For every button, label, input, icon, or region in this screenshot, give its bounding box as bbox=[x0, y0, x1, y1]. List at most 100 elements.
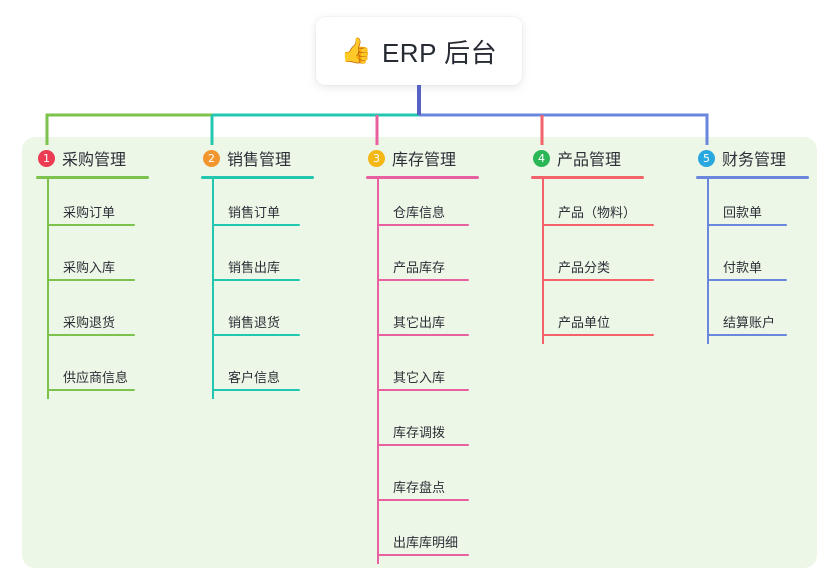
leaf-node-underline bbox=[542, 334, 654, 336]
leaf-node-underline bbox=[542, 279, 654, 281]
diagram-panel bbox=[22, 137, 817, 568]
column-header-1[interactable]: 1 采购管理 bbox=[36, 146, 186, 170]
leaf-node[interactable]: 回款单 bbox=[696, 179, 836, 234]
column-badge-5: 5 bbox=[698, 149, 715, 167]
leaf-node[interactable]: 其它入库 bbox=[366, 344, 516, 399]
column-title-4: 产品管理 bbox=[557, 152, 622, 169]
column-trunk-3 bbox=[377, 179, 379, 564]
leaf-node-underline bbox=[212, 334, 300, 336]
leaf-node-label: 库存调拨 bbox=[393, 425, 446, 440]
leaf-node-underline bbox=[212, 279, 300, 281]
leaf-node-label: 产品单位 bbox=[558, 315, 611, 330]
column-items-5: 回款单付款单结算账户 bbox=[696, 179, 836, 344]
column-badge-3: 3 bbox=[368, 149, 385, 167]
leaf-node-label: 销售退货 bbox=[228, 315, 281, 330]
leaf-node-underline bbox=[377, 389, 469, 391]
leaf-node-underline bbox=[377, 444, 469, 446]
leaf-node-underline bbox=[542, 224, 654, 226]
column-trunk-2 bbox=[212, 179, 214, 399]
column-underline-4 bbox=[531, 176, 644, 179]
leaf-node-label: 产品库存 bbox=[393, 260, 446, 275]
column-badge-1: 1 bbox=[38, 149, 55, 167]
leaf-node[interactable]: 产品单位 bbox=[531, 289, 681, 344]
column-title-2: 销售管理 bbox=[227, 152, 292, 169]
leaf-node-label: 采购入库 bbox=[63, 260, 116, 275]
leaf-node[interactable]: 销售订单 bbox=[201, 179, 351, 234]
leaf-node[interactable]: 采购入库 bbox=[36, 234, 186, 289]
column-5: 5 财务管理回款单付款单结算账户 bbox=[696, 146, 836, 344]
column-3: 3 库存管理仓库信息产品库存其它出库其它入库库存调拨库存盘点出库库明细 bbox=[366, 146, 516, 564]
leaf-node[interactable]: 出库库明细 bbox=[366, 509, 516, 564]
leaf-node[interactable]: 采购退货 bbox=[36, 289, 186, 344]
root-node-erp-backend[interactable]: 👍 ERP 后台 bbox=[316, 17, 522, 85]
column-items-2: 销售订单销售出库销售退货客户信息 bbox=[201, 179, 351, 399]
leaf-node-label: 结算账户 bbox=[723, 315, 776, 330]
leaf-node-underline bbox=[707, 279, 787, 281]
column-header-5[interactable]: 5 财务管理 bbox=[696, 146, 836, 170]
leaf-node-underline bbox=[377, 279, 469, 281]
column-title-3: 库存管理 bbox=[392, 152, 457, 169]
leaf-node-underline bbox=[212, 224, 300, 226]
column-1: 1 采购管理采购订单采购入库采购退货供应商信息 bbox=[36, 146, 186, 399]
leaf-node[interactable]: 产品库存 bbox=[366, 234, 516, 289]
leaf-node-label: 出库库明细 bbox=[393, 535, 459, 550]
leaf-node-label: 客户信息 bbox=[228, 370, 281, 385]
column-items-4: 产品（物料） 产品分类产品单位 bbox=[531, 179, 681, 344]
leaf-node-underline bbox=[377, 554, 469, 556]
column-header-3[interactable]: 3 库存管理 bbox=[366, 146, 516, 170]
leaf-node[interactable]: 销售退货 bbox=[201, 289, 351, 344]
leaf-node-label: 销售订单 bbox=[228, 205, 281, 220]
column-4: 4 产品管理产品（物料） 产品分类产品单位 bbox=[531, 146, 681, 344]
column-header-4[interactable]: 4 产品管理 bbox=[531, 146, 681, 170]
root-node-title: ERP 后台 bbox=[381, 37, 498, 68]
column-underline-1 bbox=[36, 176, 149, 179]
column-trunk-4 bbox=[542, 179, 544, 344]
leaf-node[interactable]: 产品分类 bbox=[531, 234, 681, 289]
leaf-node-label: 仓库信息 bbox=[393, 205, 446, 220]
leaf-node[interactable]: 销售出库 bbox=[201, 234, 351, 289]
leaf-node-label: 供应商信息 bbox=[63, 370, 129, 385]
column-underline-3 bbox=[366, 176, 479, 179]
leaf-node-label: 产品分类 bbox=[558, 260, 611, 275]
column-items-1: 采购订单采购入库采购退货供应商信息 bbox=[36, 179, 186, 399]
leaf-node[interactable]: 客户信息 bbox=[201, 344, 351, 399]
leaf-node[interactable]: 供应商信息 bbox=[36, 344, 186, 399]
column-underline-2 bbox=[201, 176, 314, 179]
leaf-node-underline bbox=[377, 499, 469, 501]
leaf-node-underline bbox=[707, 334, 787, 336]
leaf-node-underline bbox=[47, 224, 135, 226]
leaf-node-underline bbox=[707, 224, 787, 226]
leaf-node[interactable]: 付款单 bbox=[696, 234, 836, 289]
leaf-node-underline bbox=[212, 389, 300, 391]
leaf-node-label: 其它入库 bbox=[393, 370, 446, 385]
column-trunk-1 bbox=[47, 179, 49, 399]
thumbs-up-icon: 👍 bbox=[340, 36, 372, 65]
leaf-node-underline bbox=[47, 334, 135, 336]
leaf-node[interactable]: 产品（物料） bbox=[531, 179, 681, 234]
leaf-node-underline bbox=[377, 224, 469, 226]
column-title-5: 财务管理 bbox=[722, 152, 787, 169]
leaf-node-label: 采购退货 bbox=[63, 315, 116, 330]
column-trunk-5 bbox=[707, 179, 709, 344]
leaf-node-label: 销售出库 bbox=[228, 260, 281, 275]
leaf-node-label: 产品（物料） bbox=[558, 205, 637, 220]
column-items-3: 仓库信息产品库存其它出库其它入库库存调拨库存盘点出库库明细 bbox=[366, 179, 516, 564]
leaf-node[interactable]: 采购订单 bbox=[36, 179, 186, 234]
leaf-node-label: 采购订单 bbox=[63, 205, 116, 220]
leaf-node[interactable]: 库存盘点 bbox=[366, 454, 516, 509]
leaf-node[interactable]: 库存调拨 bbox=[366, 399, 516, 454]
leaf-node[interactable]: 结算账户 bbox=[696, 289, 836, 344]
column-badge-4: 4 bbox=[533, 149, 550, 167]
leaf-node-label: 其它出库 bbox=[393, 315, 446, 330]
leaf-node-underline bbox=[47, 389, 135, 391]
column-underline-5 bbox=[696, 176, 809, 179]
column-title-1: 采购管理 bbox=[62, 152, 127, 169]
leaf-node-label: 付款单 bbox=[723, 260, 763, 275]
leaf-node[interactable]: 其它出库 bbox=[366, 289, 516, 344]
leaf-node[interactable]: 仓库信息 bbox=[366, 179, 516, 234]
leaf-node-underline bbox=[47, 279, 135, 281]
leaf-node-label: 库存盘点 bbox=[393, 480, 446, 495]
